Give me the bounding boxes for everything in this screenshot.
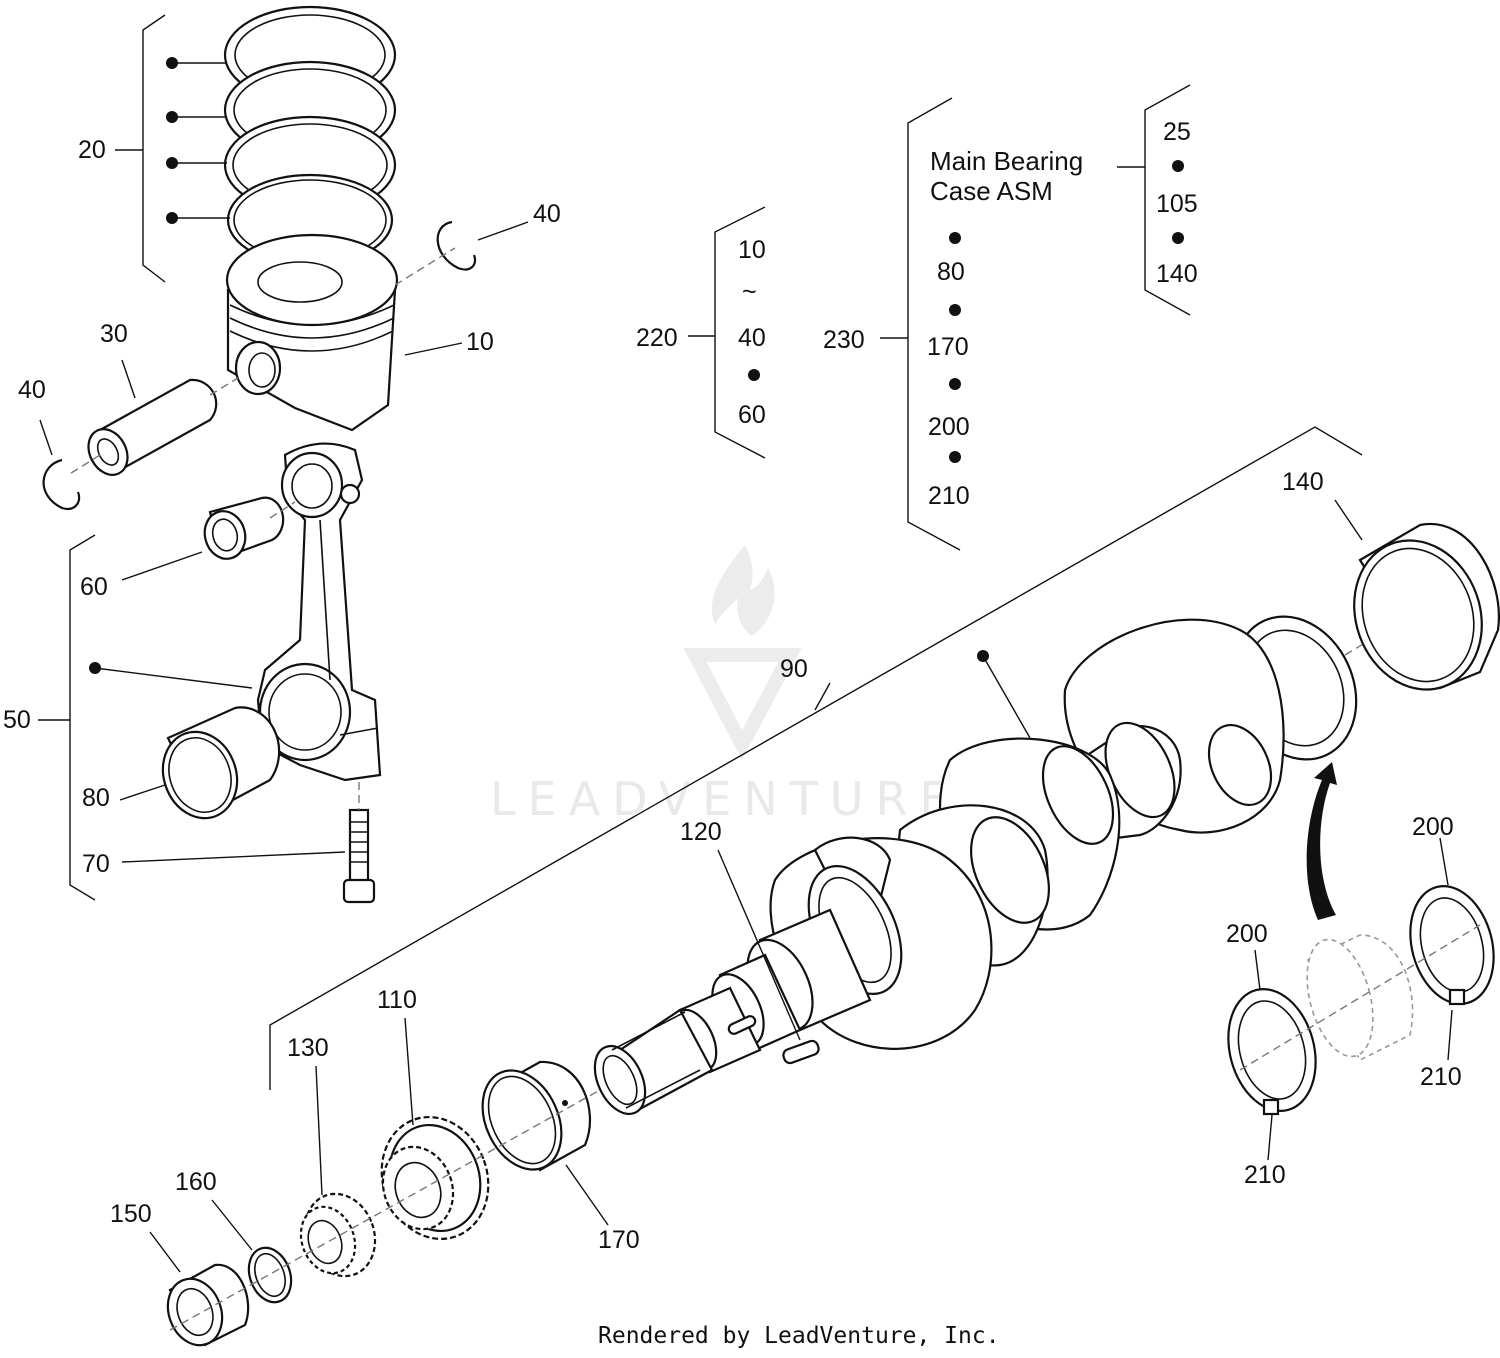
callout-40-left: 40	[18, 376, 46, 404]
piston-ring-set	[223, 5, 397, 267]
callout-20: 20	[78, 136, 106, 164]
callout-210-left: 210	[1244, 1161, 1286, 1189]
thrust-washer-left	[1227, 924, 1481, 1116]
leadventure-watermark-logo	[683, 545, 802, 760]
rod-bracket-50	[38, 534, 346, 901]
group-230-label: 230	[823, 326, 865, 354]
callout-160: 160	[175, 1168, 217, 1196]
piston-pin-circlip-right	[394, 220, 477, 286]
callout-140: 140	[1282, 468, 1324, 496]
group-230-item: 170	[927, 333, 969, 361]
piston-pin	[59, 377, 239, 481]
main-bearing-case-asm-title: Main Bearing	[930, 146, 1083, 176]
callout-50: 50	[3, 706, 31, 734]
crankshaft-bracket-90	[269, 426, 1363, 1090]
callout-120: 120	[680, 818, 722, 846]
crankshaft-gear-small	[299, 1192, 377, 1278]
big-end-bearing	[161, 706, 281, 820]
callout-200-right: 200	[1412, 813, 1454, 841]
group-230-bracket	[880, 97, 961, 551]
crankshaft	[593, 615, 1358, 1116]
piston-pin-circlip-left	[42, 458, 81, 510]
small-end-bushing	[203, 496, 296, 560]
group-220-bracket	[688, 206, 766, 459]
callout-90: 90	[780, 655, 808, 683]
asm-item: 25	[1163, 118, 1191, 146]
thrust-bearing-ghost	[1306, 934, 1414, 1062]
watermark-text: LEADVENTURE	[490, 772, 961, 826]
woodruff-key	[782, 1039, 820, 1065]
crankshaft-gear-large	[380, 1115, 490, 1241]
rear-main-bearing	[1353, 522, 1500, 691]
callout-130: 130	[287, 1034, 329, 1062]
callout-60: 60	[80, 573, 108, 601]
front-collar	[166, 1089, 601, 1347]
piston	[225, 233, 399, 432]
callout-10: 10	[466, 328, 494, 356]
group-220-item: 10	[738, 236, 766, 264]
main-bearing-asm-bracket	[1117, 84, 1191, 316]
group-220-range-symbol: ~	[742, 278, 757, 306]
callout-30: 30	[100, 320, 128, 348]
callout-70: 70	[82, 850, 110, 878]
group-230-item: 210	[928, 482, 970, 510]
callout-200-left: 200	[1226, 920, 1268, 948]
asm-item: 140	[1156, 260, 1198, 288]
connecting-rod	[169, 442, 382, 782]
o-ring	[247, 1246, 293, 1304]
group-220-item: 40	[738, 324, 766, 352]
footer-credit: Rendered by LeadVenture, Inc.	[598, 1323, 1000, 1349]
group-220-item: 60	[738, 401, 766, 429]
callout-110: 110	[377, 986, 417, 1014]
ring-bracket-20	[115, 14, 230, 283]
asm-item: 105	[1156, 190, 1198, 218]
callout-150: 150	[110, 1200, 152, 1228]
callout-80: 80	[82, 784, 110, 812]
callout-210-right: 210	[1420, 1063, 1462, 1091]
thrust-washer-right	[1409, 885, 1495, 1006]
group-230-item: 80	[937, 258, 965, 286]
connecting-rod-bolt	[342, 782, 376, 904]
install-arrow	[1306, 762, 1337, 920]
main-bearing-case-asm-subtitle: Case ASM	[930, 176, 1053, 206]
group-220-label: 220	[636, 324, 678, 352]
callout-170: 170	[598, 1226, 640, 1254]
callout-40-top: 40	[533, 200, 561, 228]
group-230-item: 200	[928, 413, 970, 441]
